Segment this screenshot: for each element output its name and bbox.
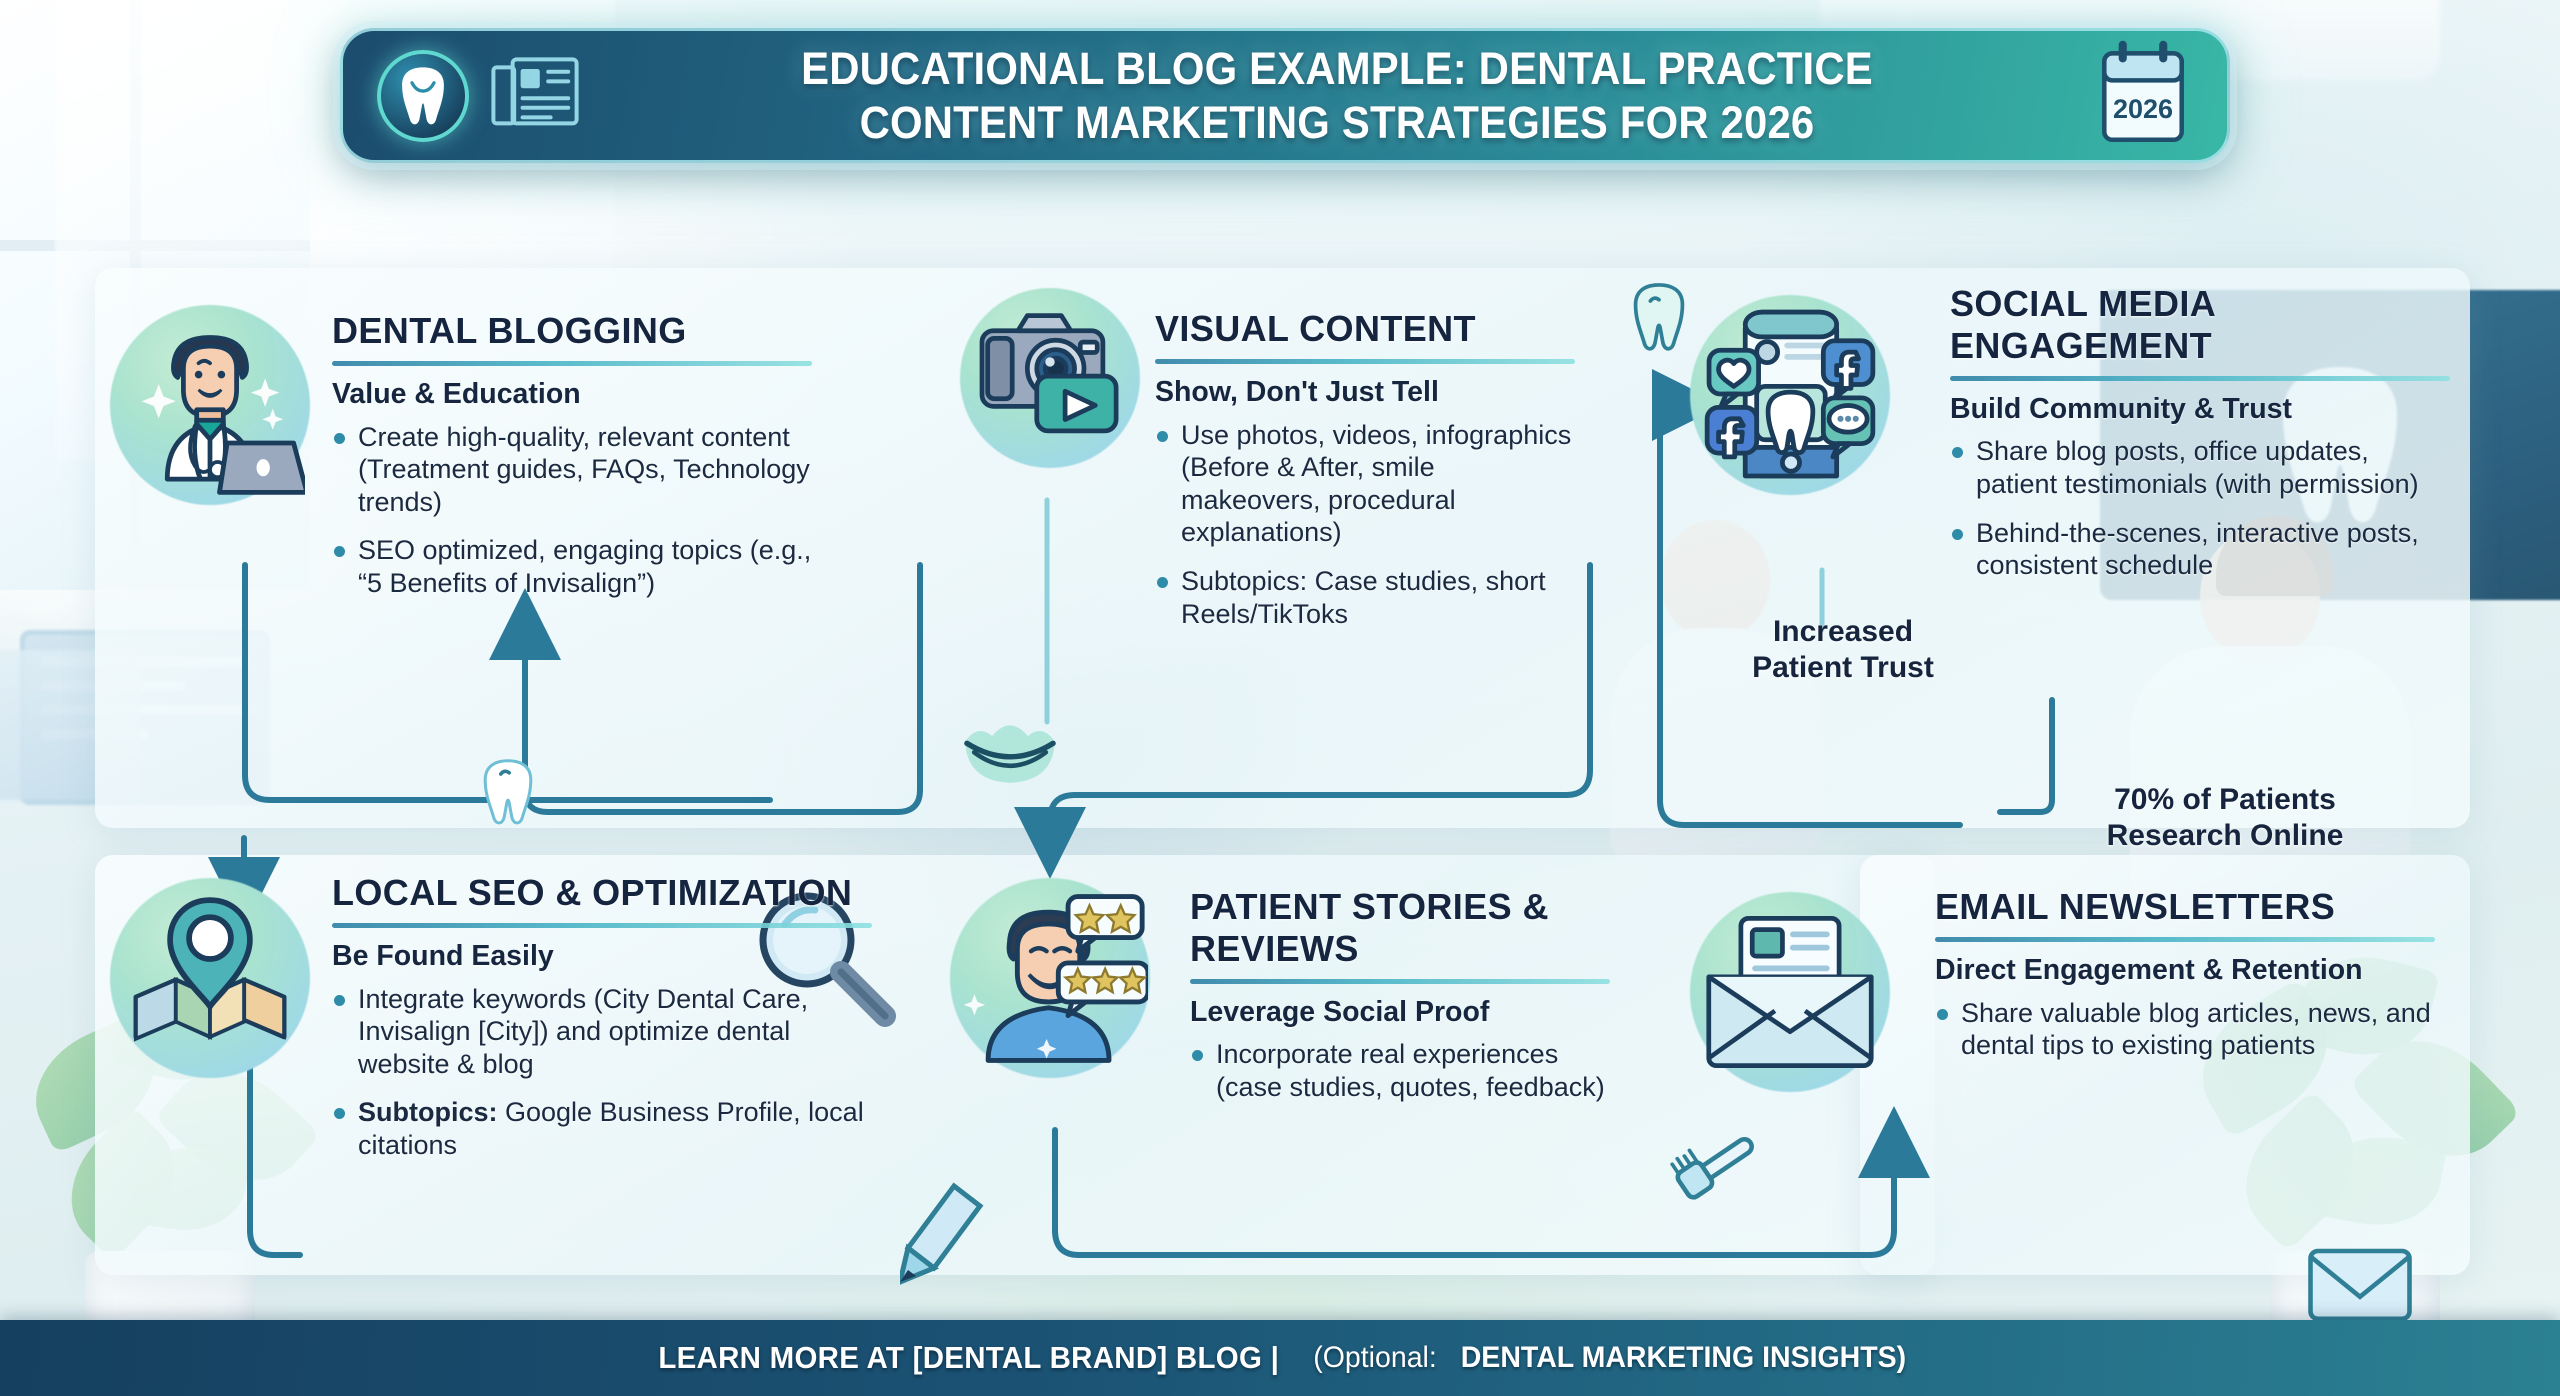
list-item: Subtopics: Case studies, short Reels/Tik… <box>1155 565 1575 630</box>
card-subtitle: Direct Engagement & Retention <box>1935 953 2363 986</box>
footer-bar: LEARN MORE AT [DENTAL BRAND] BLOG | (Opt… <box>0 1320 2560 1396</box>
envelope-icon <box>2305 1238 2415 1330</box>
pen-icon <box>896 1180 990 1290</box>
title-rule <box>1935 936 2435 942</box>
card-subtitle: Show, Don't Just Tell <box>1155 375 1439 408</box>
card-text-block: SOCIAL MEDIA ENGAGEMENT Build Community … <box>1950 283 2450 598</box>
tooth-icon <box>1628 280 1690 354</box>
patient-reviews-icon <box>950 878 1150 1078</box>
list-item-lead: Subtopics: <box>358 1097 498 1128</box>
card-bullet-list: Create high-quality, relevant content (T… <box>332 421 812 600</box>
calendar-icon: 2026 <box>2093 39 2193 152</box>
smile-icon <box>955 720 1065 790</box>
list-item: Create high-quality, relevant content (T… <box>332 421 812 519</box>
card-text-block: PATIENT STORIES & REVIEWS Leverage Socia… <box>1190 886 1610 1120</box>
list-item: Subtopics: Google Business Profile, loca… <box>332 1096 872 1161</box>
card-subtitle: Leverage Social Proof <box>1190 995 1490 1028</box>
list-item: Share blog posts, office updates, patien… <box>1950 435 2450 500</box>
tooth-icon <box>402 66 444 124</box>
list-item: Behind-the-scenes, interactive posts, co… <box>1950 517 2450 582</box>
smartphone-social-icon <box>1690 295 1890 495</box>
card-bullet-list: Use photos, videos, infographics (Before… <box>1155 419 1575 631</box>
list-item-text: Google Business Profile, local citations <box>358 1097 864 1161</box>
title-rule <box>332 360 812 366</box>
page-title-line2: CONTENT MARKETING STRATEGIES FOR 2026 <box>859 96 1815 148</box>
tooth-icon <box>478 756 538 828</box>
card-text-block: DENTAL BLOGGING Value & Education Create… <box>332 310 812 616</box>
header-title-group: EDUCATIONAL BLOG EXAMPLE: DENTAL PRACTIC… <box>589 42 2085 148</box>
list-item: SEO optimized, engaging topics (e.g., “5… <box>332 534 812 599</box>
calendar-year-label: 2026 <box>2113 94 2173 124</box>
list-item: Incorporate real experiences (case studi… <box>1190 1038 1610 1103</box>
footer-optional-value: DENTAL MARKETING INSIGHTS) <box>1460 1341 1906 1374</box>
title-rule <box>1950 375 2450 381</box>
footer-optional-label: (Optional: <box>1313 1341 1437 1374</box>
card-text-block: EMAIL NEWSLETTERS Direct Engagement & Re… <box>1935 886 2435 1078</box>
card-bullet-list: Incorporate real experiences (case studi… <box>1190 1038 1610 1103</box>
title-rule <box>1190 978 1610 984</box>
title-rule <box>332 922 872 928</box>
annotation-increased-patient-trust: Increased Patient Trust <box>1752 615 1934 684</box>
camera-video-icon <box>960 288 1140 468</box>
card-bullet-list: Share blog posts, office updates, patien… <box>1950 435 2450 582</box>
list-item: Integrate keywords (City Dental Care, In… <box>332 983 872 1081</box>
map-pin-icon <box>110 878 310 1078</box>
envelope-newsletter-icon <box>1690 892 1890 1092</box>
newspaper-icon <box>487 53 583 138</box>
annotation-patient-research-stat: 70% of Patients Research Online <box>2106 783 2344 852</box>
list-item: Use photos, videos, infographics (Before… <box>1155 419 1575 550</box>
card-text-block: VISUAL CONTENT Show, Don't Just Tell Use… <box>1155 308 1575 646</box>
card-title: LOCAL SEO & OPTIMIZATION <box>332 872 853 913</box>
tooth-badge-icon <box>377 49 469 142</box>
card-bullet-list: Share valuable blog articles, news, and … <box>1935 997 2435 1062</box>
header-banner: EDUCATIONAL BLOG EXAMPLE: DENTAL PRACTIC… <box>340 28 2230 163</box>
card-title: DENTAL BLOGGING <box>332 310 687 351</box>
panel-bottom-right <box>1860 855 2470 1275</box>
dentist-laptop-icon <box>110 305 310 505</box>
card-title: SOCIAL MEDIA ENGAGEMENT <box>1950 283 2215 366</box>
card-title: PATIENT STORIES & REVIEWS <box>1190 886 1549 969</box>
title-rule <box>1155 358 1575 364</box>
card-subtitle: Be Found Easily <box>332 939 554 972</box>
card-subtitle: Build Community & Trust <box>1950 392 2292 425</box>
card-bullet-list: Integrate keywords (City Dental Care, In… <box>332 983 872 1162</box>
card-subtitle: Value & Education <box>332 377 581 410</box>
card-title: EMAIL NEWSLETTERS <box>1935 886 2336 927</box>
card-text-block: LOCAL SEO & OPTIMIZATION Be Found Easily… <box>332 872 872 1178</box>
page-title-line1: EDUCATIONAL BLOG EXAMPLE: DENTAL PRACTIC… <box>801 43 1873 95</box>
footer-main-text: LEARN MORE AT [DENTAL BRAND] BLOG | <box>658 1340 1280 1375</box>
card-title: VISUAL CONTENT <box>1155 308 1476 349</box>
list-item: Share valuable blog articles, news, and … <box>1935 997 2435 1062</box>
